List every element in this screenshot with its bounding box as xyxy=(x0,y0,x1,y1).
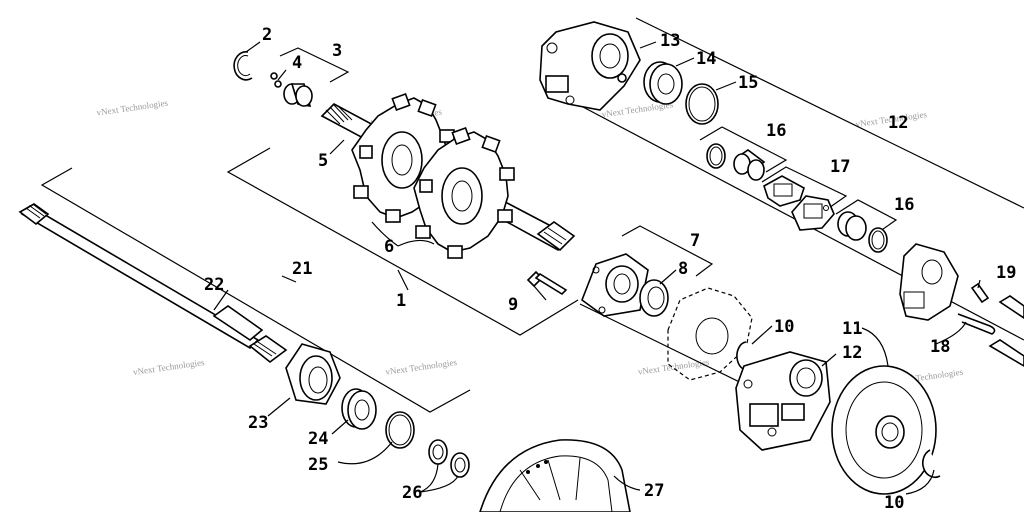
bolt xyxy=(526,270,568,296)
callout-4: 4 xyxy=(292,53,302,73)
piston xyxy=(837,211,867,241)
leader-lines xyxy=(213,41,981,495)
callout-1: 1 xyxy=(396,291,406,311)
callout-8: 8 xyxy=(678,259,688,279)
seal xyxy=(639,279,669,317)
gasket-outline xyxy=(667,287,753,381)
washers xyxy=(428,439,470,478)
pin xyxy=(274,80,282,88)
brake-caliper-upper xyxy=(539,21,641,111)
pin xyxy=(270,72,278,80)
bushing xyxy=(283,83,313,107)
sprocket xyxy=(413,126,515,259)
watermark-text: vNext Technologies xyxy=(96,98,169,118)
callout-7: 7 xyxy=(690,231,700,251)
callout-16: 16 xyxy=(894,195,914,215)
pulley xyxy=(479,439,631,512)
callout-26: 26 xyxy=(402,483,422,503)
callout-12: 12 xyxy=(888,113,908,133)
watermark-text: vNext Technologies xyxy=(385,357,458,377)
callout-13: 13 xyxy=(660,31,680,51)
callout-22: 22 xyxy=(204,275,224,295)
watermark-text: vNext Technologies xyxy=(637,357,710,377)
callout-19: 19 xyxy=(996,263,1016,283)
caliper-half xyxy=(899,243,959,321)
bearing xyxy=(341,388,377,430)
callout-6: 6 xyxy=(384,237,394,257)
callout-18: 18 xyxy=(930,337,950,357)
bleeder xyxy=(617,73,627,83)
brake-pad xyxy=(763,175,805,207)
callout-23: 23 xyxy=(248,413,268,433)
callout-24: 24 xyxy=(308,429,328,449)
callout-10: 10 xyxy=(884,493,904,512)
callout-12: 12 xyxy=(842,343,862,363)
piston xyxy=(733,149,766,181)
bearing xyxy=(643,61,683,105)
bearing-flange xyxy=(285,343,341,405)
callout-27: 27 xyxy=(644,481,664,501)
bearing-plate xyxy=(581,253,649,317)
callout-5: 5 xyxy=(318,151,328,171)
bolt xyxy=(988,339,1024,367)
retaining-ring xyxy=(385,411,415,449)
output-shaft xyxy=(18,203,288,364)
callout-10: 10 xyxy=(774,317,794,337)
brake-caliper xyxy=(735,351,831,451)
callout-3: 3 xyxy=(332,41,342,61)
callout-11: 11 xyxy=(842,319,862,339)
bracket-lines xyxy=(40,17,1024,413)
callout-15: 15 xyxy=(738,73,758,93)
callout-21: 21 xyxy=(292,259,312,279)
callout-25: 25 xyxy=(308,455,328,475)
callout-17: 17 xyxy=(830,157,850,177)
bolt xyxy=(998,295,1024,319)
callout-14: 14 xyxy=(696,49,716,69)
o-ring xyxy=(685,83,719,125)
brake-pad xyxy=(791,195,835,231)
spring-clip xyxy=(957,313,996,335)
snap-ring xyxy=(922,449,941,479)
callouts: 2 3 4 5 6 1 7 8 9 10 10 11 12 12 13 14 1… xyxy=(204,25,1016,512)
snap-ring xyxy=(233,51,253,81)
callout-2: 2 xyxy=(262,25,272,45)
fitting xyxy=(970,282,990,304)
brake-disc xyxy=(831,365,937,495)
callout-9: 9 xyxy=(508,295,518,315)
callout-16: 16 xyxy=(766,121,786,141)
watermark-text: vNext Technologies xyxy=(132,357,205,377)
